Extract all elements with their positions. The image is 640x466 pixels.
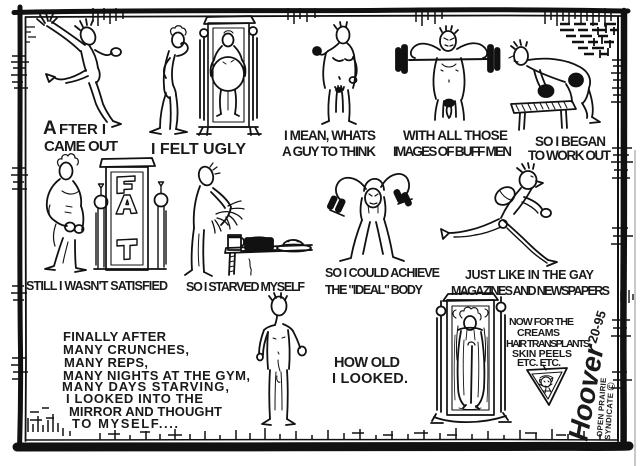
svg-text:I MEAN, WHATS: I MEAN, WHATS	[284, 128, 376, 143]
svg-text:FTER I: FTER I	[59, 121, 106, 138]
svg-text:CREAMS: CREAMS	[517, 327, 560, 339]
svg-text:IMAGES OF BUFF MEN: IMAGES OF BUFF MEN	[393, 144, 512, 159]
svg-text:I LOOKED.: I LOOKED.	[332, 371, 408, 387]
svg-text:MANY CRUNCHES,: MANY CRUNCHES,	[63, 342, 189, 357]
svg-text:STILL I WASN'T SATISFIED: STILL I WASN'T SATISFIED	[26, 279, 168, 293]
svg-text:NOW FOR THE: NOW FOR THE	[509, 316, 574, 328]
svg-text:SO I COULD ACHIEVE: SO I COULD ACHIEVE	[325, 266, 440, 280]
svg-text:JUST LIKE IN THE GAY: JUST LIKE IN THE GAY	[465, 268, 595, 282]
svg-text:THE "IDEAL" BODY: THE "IDEAL" BODY	[325, 283, 424, 297]
svg-text:I FELT UGLY: I FELT UGLY	[151, 141, 246, 158]
svg-text:ETC. ETC.: ETC. ETC.	[517, 357, 561, 369]
svg-text:SYNDICATE Ⓒ: SYNDICATE Ⓒ	[602, 382, 616, 440]
svg-text:SO I STARVED MYSELF: SO I STARVED MYSELF	[186, 280, 305, 294]
svg-text:A GUY TO THINK: A GUY TO THINK	[282, 144, 376, 159]
svg-text:FINALLY AFTER: FINALLY AFTER	[63, 329, 167, 344]
svg-text:OPEN PRAIRIE: OPEN PRAIRIE	[595, 377, 608, 437]
svg-text:MIRROR AND THOUGHT: MIRROR AND THOUGHT	[69, 404, 222, 419]
svg-text:SO I BEGAN: SO I BEGAN	[535, 134, 606, 149]
svg-text:TO WORK OUT: TO WORK OUT	[528, 148, 612, 163]
svg-text:I LOOKED INTO THE: I LOOKED INTO THE	[66, 391, 203, 406]
svg-text:WITH ALL THOSE: WITH ALL THOSE	[403, 128, 508, 143]
svg-text:MANY REPS,: MANY REPS,	[64, 355, 148, 370]
svg-text:MANY DAYS STARVING,: MANY DAYS STARVING,	[62, 379, 229, 394]
svg-text:HOW OLD: HOW OLD	[334, 355, 400, 371]
svg-text:CAME OUT: CAME OUT	[44, 138, 118, 155]
svg-text:MANY NIGHTS AT THE GYM,: MANY NIGHTS AT THE GYM,	[63, 368, 250, 383]
svg-text:A: A	[43, 118, 57, 139]
svg-text:TO MYSELF....: TO MYSELF....	[72, 416, 178, 431]
svg-text:MAGAZINES AND NEWSPAPERS: MAGAZINES AND NEWSPAPERS	[451, 284, 610, 298]
svg-text:SKIN PEELS: SKIN PEELS	[512, 348, 572, 360]
svg-text:HAIR TRANSPLANTS: HAIR TRANSPLANTS	[506, 338, 590, 350]
